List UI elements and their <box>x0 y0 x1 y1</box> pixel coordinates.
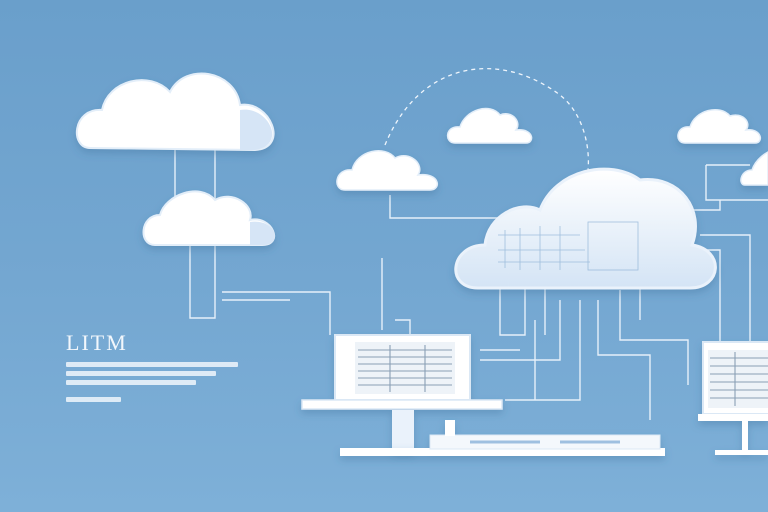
cloud-mid-left <box>142 190 275 246</box>
cloud-central-large <box>454 167 717 290</box>
caption-title: LITM <box>66 330 128 355</box>
monitor-right <box>698 341 768 455</box>
caption-text-line <box>66 371 216 376</box>
network-lines <box>174 150 768 420</box>
cloud-large-left <box>75 72 275 152</box>
caption-text-line <box>66 380 196 385</box>
cloud-small-right <box>677 108 762 144</box>
cloud-edge-right <box>740 151 768 186</box>
dashed-arc <box>384 67 590 171</box>
server-base <box>340 420 665 456</box>
caption-block: LITM <box>66 330 266 406</box>
cloud-small-top <box>447 107 533 144</box>
cloud-small-center <box>336 150 439 191</box>
caption-text-line <box>66 397 121 402</box>
caption-text-line <box>66 362 238 367</box>
laptop-center <box>301 334 503 452</box>
